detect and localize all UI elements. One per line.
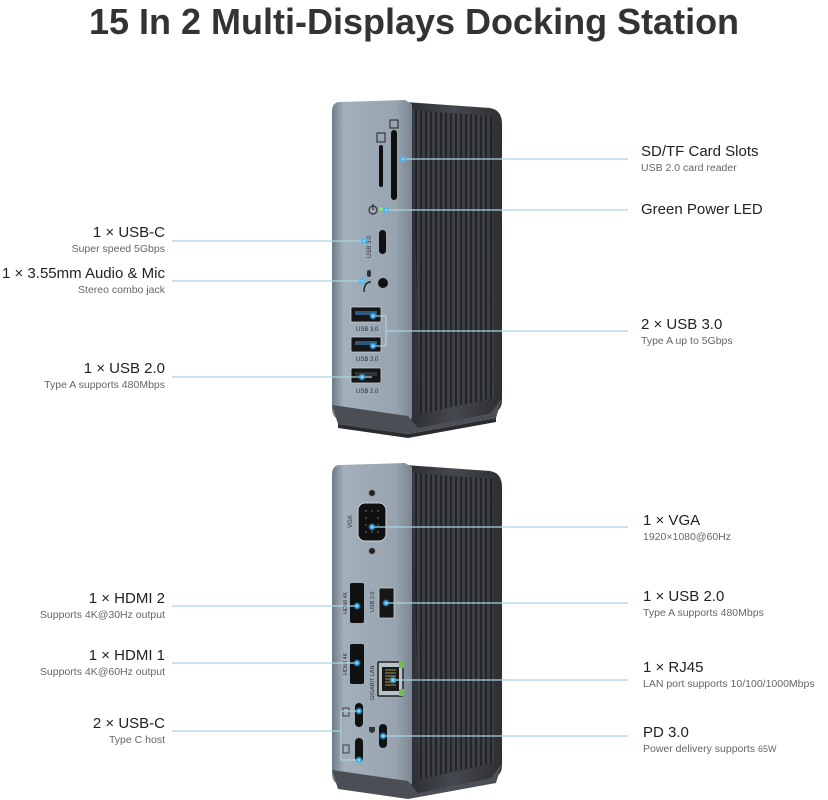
page-title: 15 In 2 Multi-Displays Docking Station — [88, 1, 740, 42]
bottom-dock: VGA HDMI 4K USB 2.0 HDMI 4K GIGABIT LAN — [172, 463, 628, 799]
label-title: PD 3.0 — [643, 724, 689, 741]
label-hdmi-2: 1 × HDMI 2 Supports 4K@30Hz output — [40, 590, 165, 622]
label-subtitle: Stereo combo jack — [78, 284, 165, 296]
label-subtitle: Type A up to 5Gbps — [641, 335, 733, 347]
vga-port-label: VGA — [348, 515, 354, 528]
label-subtitle: LAN port supports 10/100/1000Mbps — [643, 678, 815, 690]
label-subtitle: 1920×1080@60Hz — [643, 531, 732, 543]
label-hdmi-1: 1 × HDMI 1 Supports 4K@60Hz output — [40, 647, 165, 679]
hdmi-1-port-label: HDMI 4K — [343, 652, 349, 675]
label-subtitle: Type A supports 480Mbps — [643, 607, 764, 619]
label-sd-tf: SD/TF Card Slots USB 2.0 card reader — [641, 143, 759, 175]
lan-port-label: GIGABIT LAN — [370, 666, 376, 700]
power-plug-icon — [369, 727, 375, 733]
hdmi-2-port-label: HDMI 4K — [343, 591, 349, 614]
top-dock: USB 3.0 USB 3.0 USB 3.0 USB 2.0 — [172, 100, 628, 438]
label-rj45: 1 × RJ45 LAN port supports 10/100/1000Mb… — [643, 659, 815, 691]
tf-card-slot — [379, 145, 383, 187]
label-subtitle: Supports 4K@30Hz output — [39, 609, 165, 621]
usb-a-port-2-label: USB 3.0 — [356, 357, 379, 363]
label-title: 1 × VGA — [643, 512, 701, 529]
usb-c-port — [379, 230, 386, 254]
usb-a-port-3-label: USB 2.0 — [356, 389, 379, 395]
label-pd: PD 3.0 Power delivery supports 65W — [643, 724, 777, 756]
label-usb-2: 1 × USB 2.0 Type A supports 480Mbps — [44, 360, 165, 392]
label-title: 1 × USB 2.0 — [643, 588, 725, 605]
label-title: SD/TF Card Slots — [641, 143, 759, 160]
label-title: 1 × USB 2.0 — [83, 360, 165, 377]
label-title: 1 × HDMI 1 — [88, 647, 165, 664]
label-subtitle: Type C host — [108, 734, 165, 746]
sd-card-slot — [391, 130, 397, 200]
label-subtitle: Super speed 5Gbps — [71, 243, 165, 255]
label-title: 1 × USB-C — [92, 224, 165, 241]
label-title: 1 × HDMI 2 — [88, 590, 165, 607]
label-subtitle-text: Power delivery supports — [643, 743, 756, 755]
label-title: Green Power LED — [641, 201, 763, 218]
power-led — [379, 207, 383, 211]
audio-jack — [378, 278, 388, 288]
label-audio-mic: 1 × 3.55mm Audio & Mic Stereo combo jack — [2, 265, 165, 297]
label-usb-3: 2 × USB 3.0 Type A up to 5Gbps — [641, 316, 733, 348]
usb-2-port-label: USB 2.0 — [370, 592, 376, 612]
usb-a-port-1-label: USB 3.0 — [356, 327, 379, 333]
label-title: 1 × 3.55mm Audio & Mic — [2, 265, 165, 282]
label-usb-c-host: 2 × USB-C Type C host — [93, 715, 165, 747]
vga-port — [357, 502, 387, 542]
label-subtitle: USB 2.0 card reader — [641, 162, 737, 174]
label-subtitle: Supports 4K@60Hz output — [39, 666, 165, 678]
label-power-led: Green Power LED — [641, 201, 763, 219]
label-subtitle: Type A supports 480Mbps — [44, 379, 165, 391]
label-subtitle: Power delivery supports 65W — [643, 742, 777, 756]
label-usb-2-rear: 1 × USB 2.0 Type A supports 480Mbps — [643, 588, 764, 620]
usb-c-port-label: USB 3.0 — [367, 235, 373, 258]
label-title: 2 × USB-C — [92, 715, 165, 732]
headset-icon — [363, 281, 372, 293]
label-title: 1 × RJ45 — [643, 659, 704, 676]
label-vga: 1 × VGA 1920×1080@60Hz — [643, 512, 731, 544]
wattage-value: 65W — [757, 744, 777, 754]
label-title: 2 × USB 3.0 — [641, 316, 723, 333]
usb-c-host-port-2 — [355, 738, 363, 762]
label-usb-c: 1 × USB-C Super speed 5Gbps — [72, 224, 165, 256]
